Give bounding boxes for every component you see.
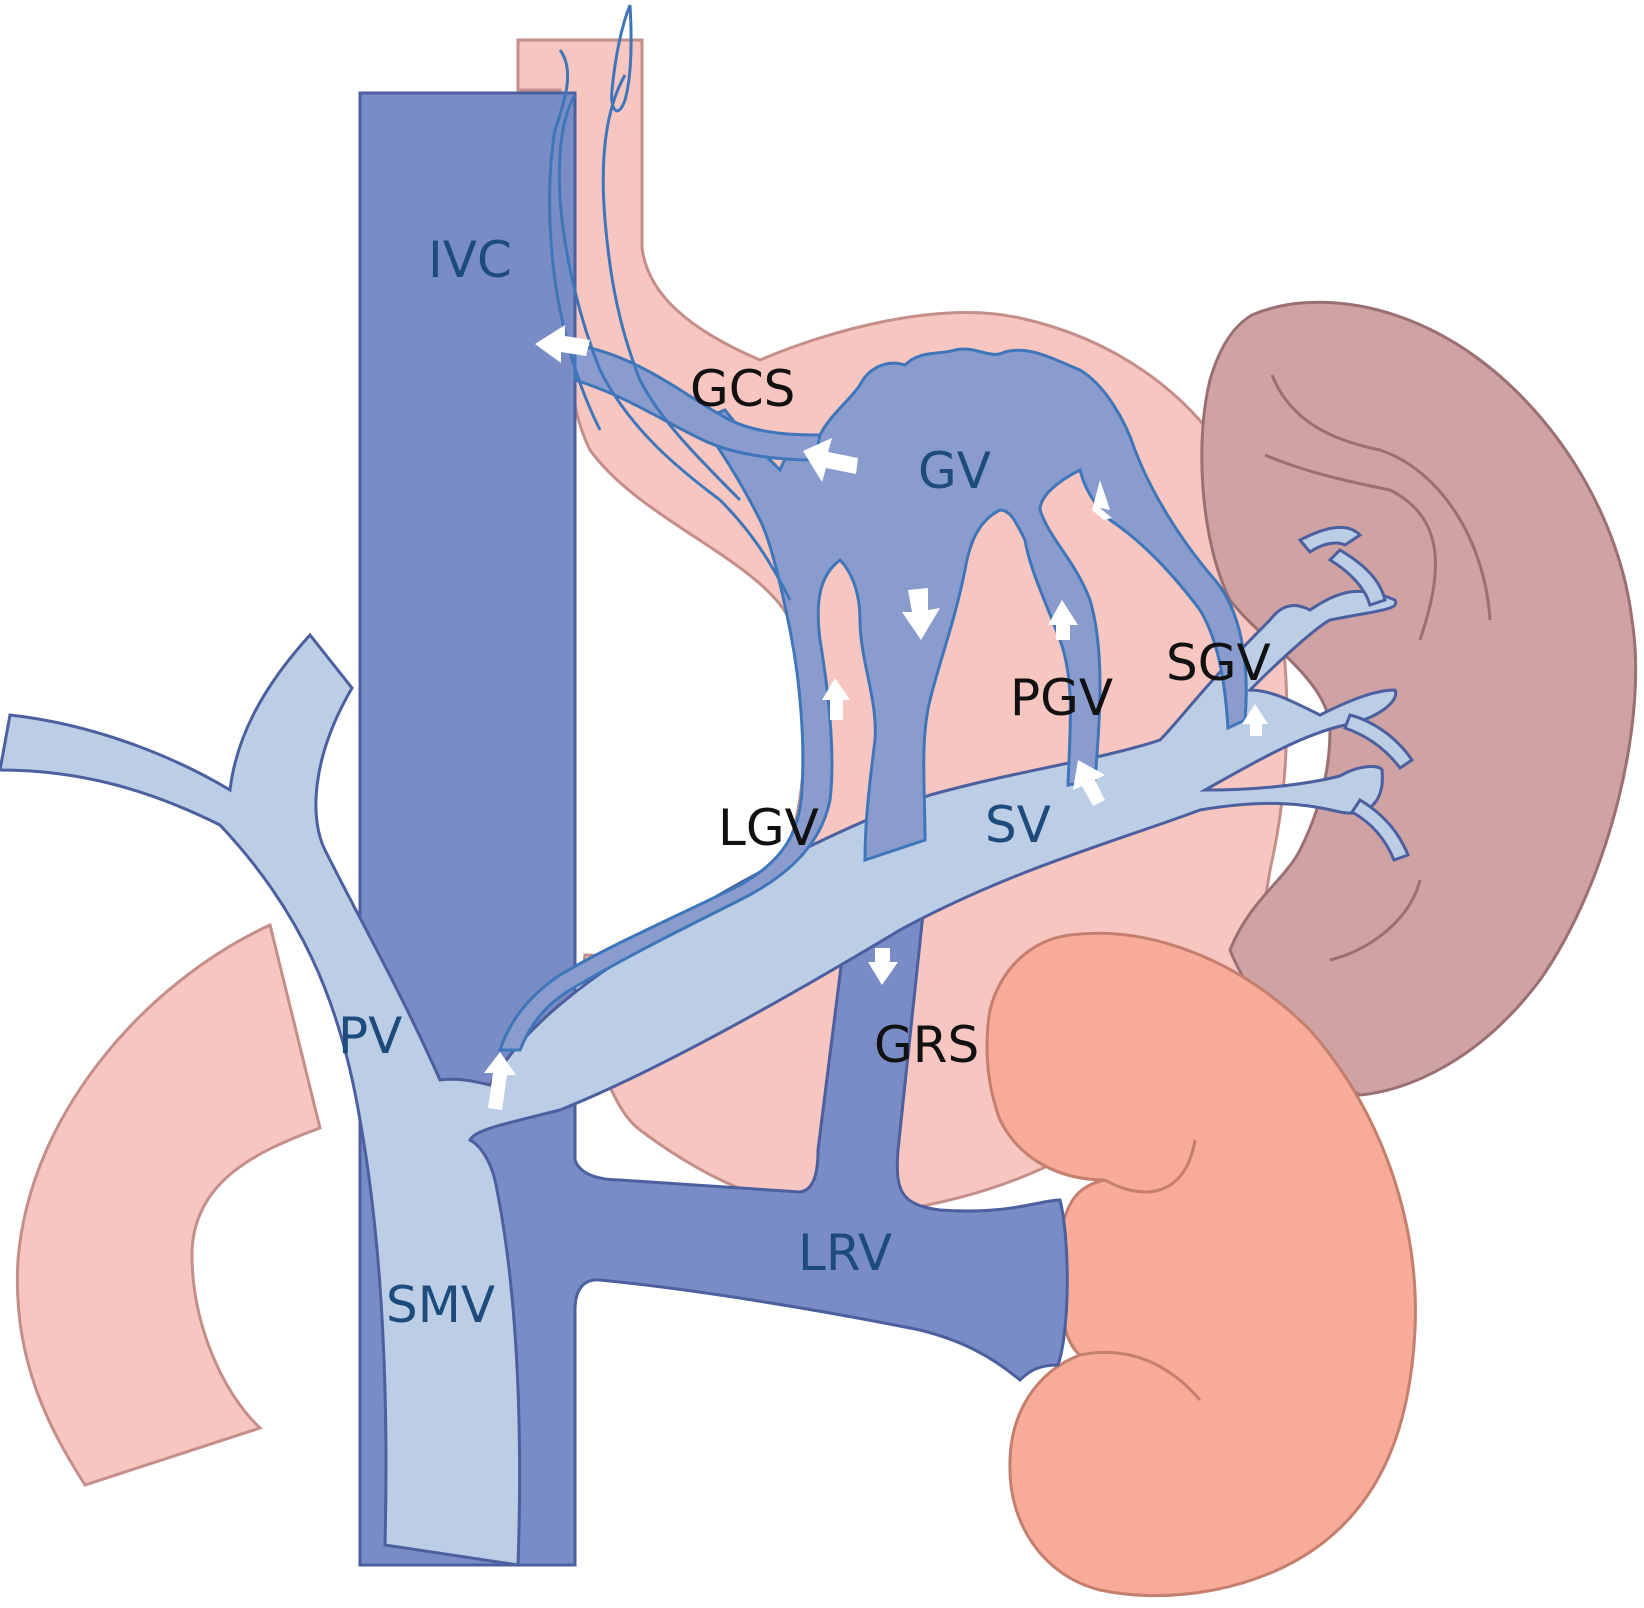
label-lrv: LRV (798, 1224, 892, 1282)
arrow-gcs-to-ivc (535, 325, 590, 363)
arrow-grs-down (868, 948, 898, 985)
spleen-inner-fold-2 (1264, 453, 1437, 641)
kidney (985, 931, 1417, 1598)
arrow-gv-down (902, 588, 940, 640)
label-ivc: IVC (428, 231, 512, 289)
arrow-sgv-up (1242, 704, 1268, 736)
kidney-pelvis-lower (1079, 1350, 1202, 1401)
spleen-inner-fold (1270, 374, 1492, 621)
label-gcs: GCS (690, 360, 795, 418)
gastric-varices (497, 347, 1248, 1052)
arrow-gv-up (1090, 480, 1112, 520)
label-sgv: SGV (1166, 634, 1271, 692)
esophageal-collaterals (548, 4, 792, 601)
label-lgv: LGV (718, 799, 819, 857)
duodenum (15, 922, 322, 1487)
ivc (358, 91, 1069, 1567)
portal-vein-system (0, 589, 1398, 1567)
arrow-gv-to-gcs (803, 438, 858, 482)
arrow-lgv-up (822, 678, 850, 720)
label-gv: GV (918, 442, 991, 500)
label-sv: SV (985, 796, 1051, 854)
splenic-hilar-branches (1297, 525, 1415, 862)
spleen-inner-fold-3 (1329, 879, 1422, 962)
kidney-pelvis-upper (1104, 1139, 1197, 1194)
arrow-sv-to-pgv (1073, 760, 1105, 806)
flow-arrows (484, 325, 1268, 1110)
label-pgv: PGV (1010, 669, 1113, 727)
label-smv: SMV (386, 1276, 495, 1334)
arrow-pgv-up (1048, 600, 1078, 640)
label-pv: PV (338, 1007, 402, 1065)
label-grs: GRS (874, 1016, 979, 1074)
arrow-sv-to-lgv (484, 1052, 516, 1110)
